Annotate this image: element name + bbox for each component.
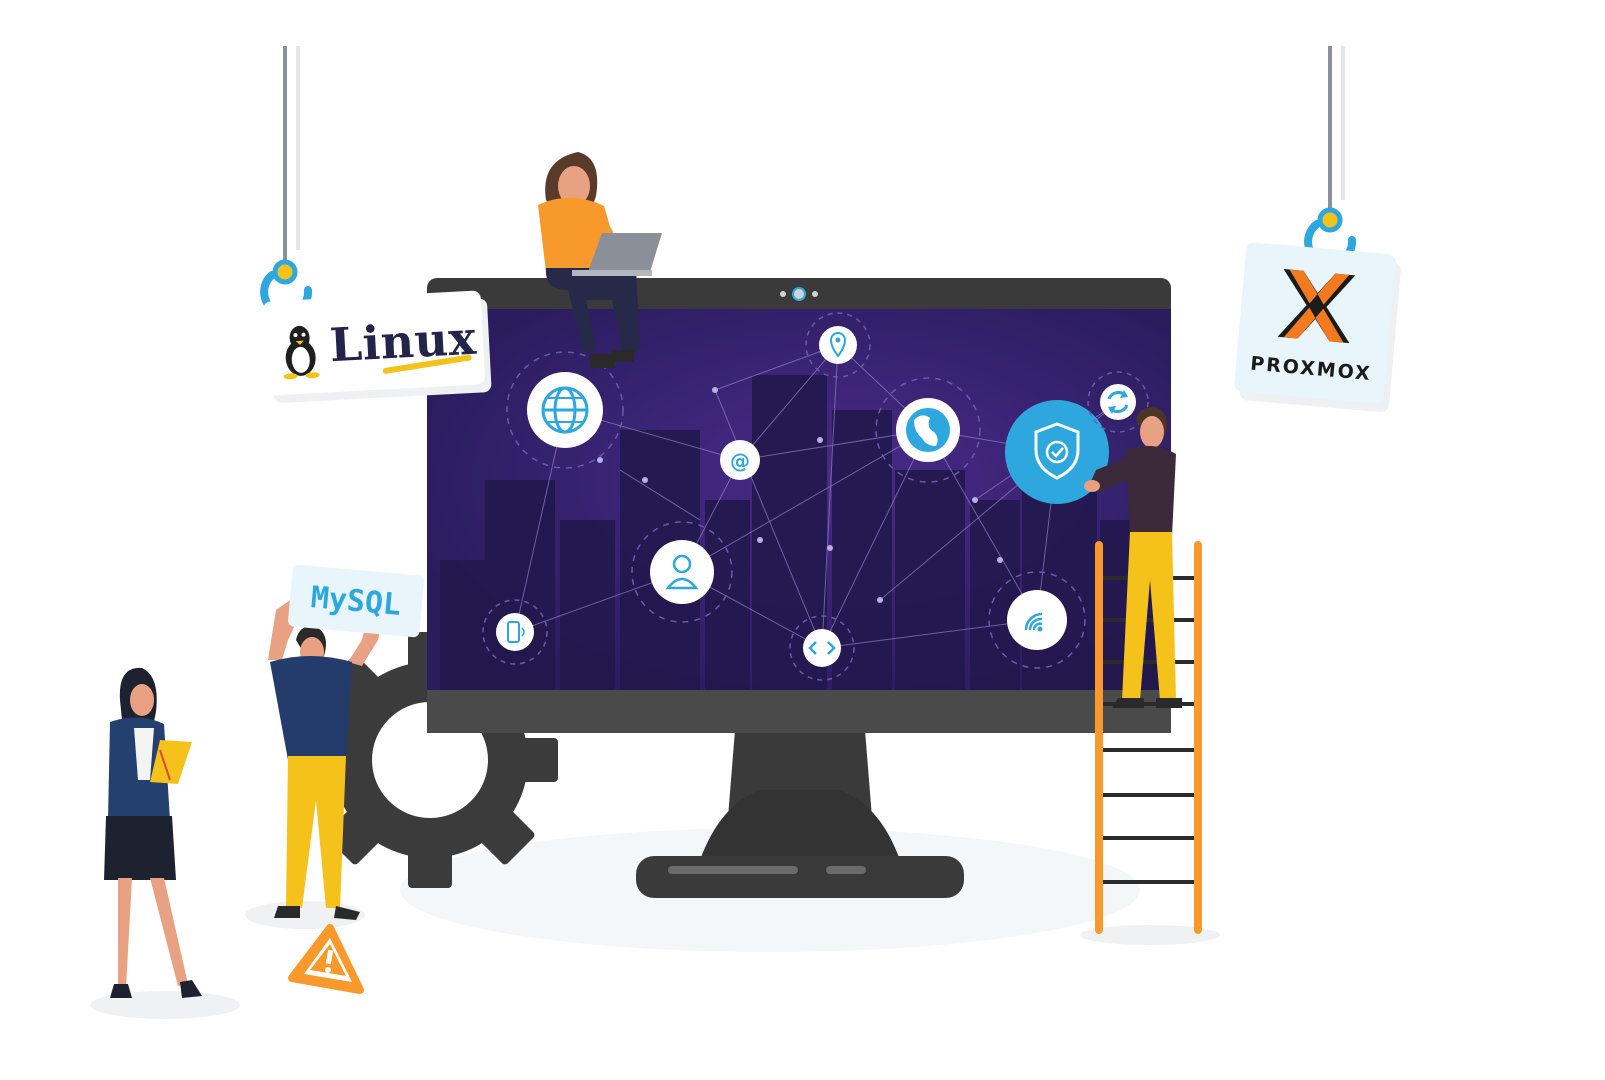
proxmox-label: PROXMOX [1249,352,1373,386]
proxmox-x-icon [1277,269,1356,344]
linux-hook-ring [272,259,298,285]
wifi-icon [988,571,1086,669]
laptop-icon [588,233,662,272]
penguin-icon [283,325,320,380]
linux-tag: Linux [262,290,486,396]
code-icon [789,615,855,681]
earth-icon [875,377,981,483]
mysql-tag: MySQL [287,564,425,638]
mysql-label: MySQL [309,579,403,623]
person-holding-sign [268,596,384,920]
location-pin-icon [805,312,871,378]
webcam-icon [792,287,806,301]
ladder-shadow [1080,925,1220,945]
person-with-clipboard [104,667,202,998]
at-icon: @ [720,440,760,480]
svg-text:@: @ [730,449,750,473]
person-with-laptop [538,152,662,368]
globe-icon [506,351,624,469]
proxmox-tag: PROXMOX [1233,241,1397,405]
linux-label: Linux [328,310,478,373]
warning-icon [288,924,364,994]
shield-check-icon [1005,400,1109,504]
person-on-ladder [1084,407,1182,708]
monitor-chin [427,690,1171,733]
refresh-icon [1087,371,1149,433]
mobile-icon [482,599,548,665]
proxmox-hook-ring [1317,207,1343,233]
user-icon [631,521,733,623]
